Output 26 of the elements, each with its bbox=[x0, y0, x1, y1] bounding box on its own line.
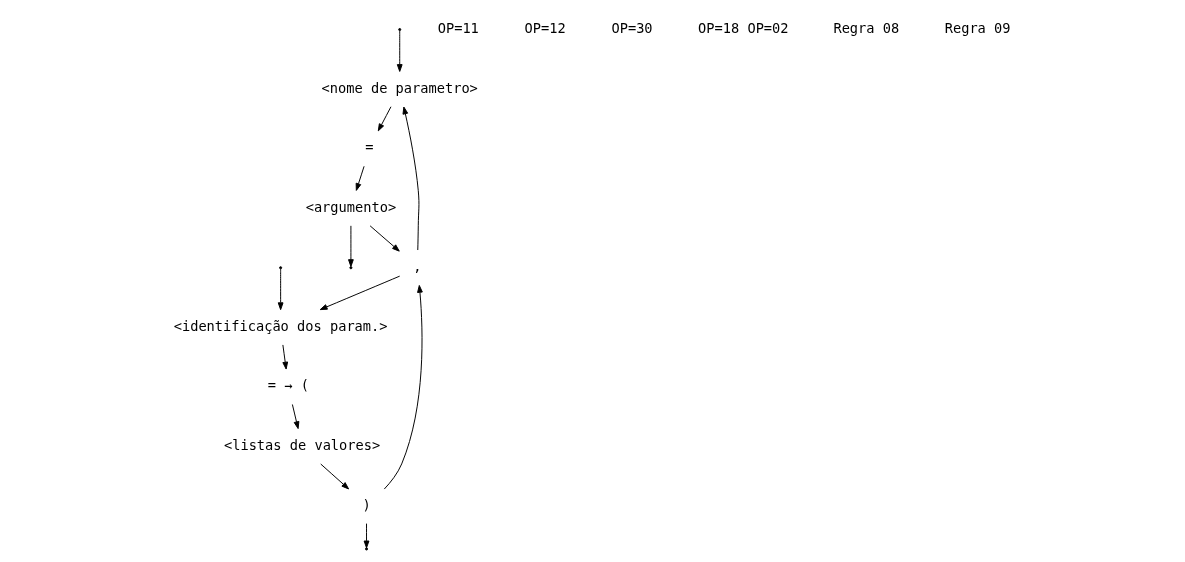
label: Regra 09 bbox=[944, 20, 1010, 37]
node-text: , bbox=[412, 258, 421, 275]
arrow bbox=[355, 165, 365, 191]
node-text: <argumento> bbox=[305, 198, 396, 215]
node-text: ) bbox=[361, 496, 371, 513]
label: OP=11 bbox=[437, 20, 479, 37]
arrow bbox=[396, 30, 403, 72]
label: OP=12 bbox=[524, 20, 566, 37]
arrow bbox=[402, 106, 419, 251]
arrow bbox=[277, 268, 283, 311]
node-text: <listas de valores> bbox=[223, 436, 380, 453]
arrow bbox=[383, 284, 423, 490]
node-text: = → ( bbox=[267, 377, 309, 394]
arrow bbox=[369, 225, 400, 252]
node-text: <identificação dos param.> bbox=[173, 317, 388, 334]
arrow bbox=[347, 225, 354, 267]
label: OP=30 bbox=[610, 20, 653, 37]
arrow bbox=[281, 344, 288, 370]
node-text: = bbox=[364, 139, 374, 156]
arrow bbox=[291, 404, 299, 430]
label: OP=18 OP=02 bbox=[697, 20, 789, 37]
arrow bbox=[319, 275, 400, 311]
node-text: <nome de parametro> bbox=[321, 79, 478, 96]
arrow bbox=[319, 463, 349, 490]
arrow bbox=[377, 106, 391, 132]
label: Regra 08 bbox=[832, 20, 899, 37]
